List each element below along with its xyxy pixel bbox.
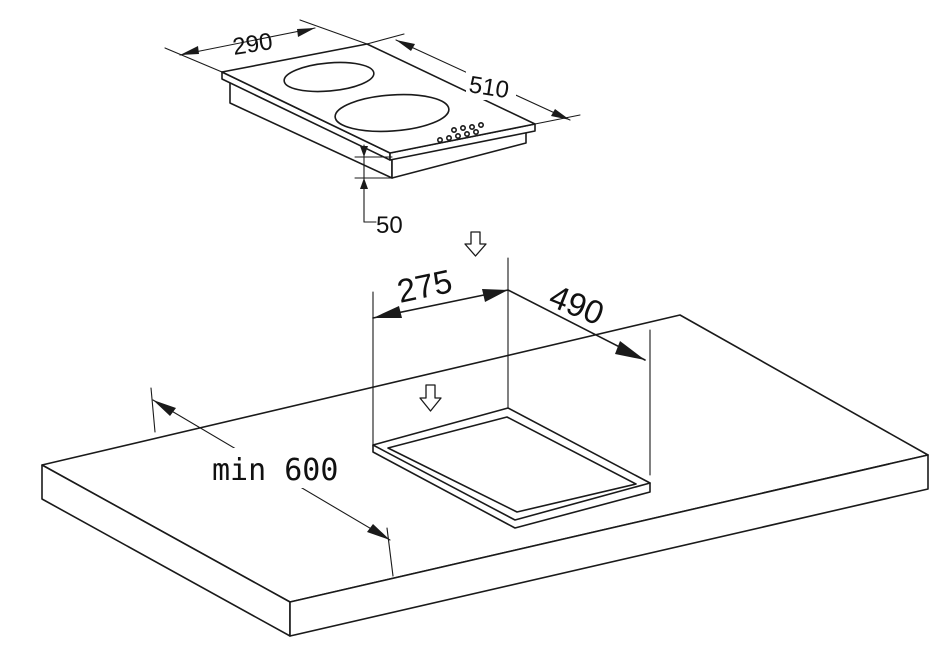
arrowhead bbox=[396, 40, 415, 51]
extension-line-back-left bbox=[299, 19, 368, 45]
arrowhead bbox=[551, 109, 570, 120]
arrowhead bbox=[360, 178, 368, 189]
control-button bbox=[472, 129, 479, 136]
hob-depth-label: 510 bbox=[467, 71, 511, 104]
arrowhead bbox=[153, 400, 176, 416]
arrowhead bbox=[367, 524, 390, 540]
label-mask bbox=[206, 448, 338, 488]
control-button bbox=[459, 125, 466, 132]
control-panel bbox=[436, 122, 484, 144]
hob-height-label: 50 bbox=[376, 212, 403, 239]
cutout: 275 490 bbox=[372, 257, 651, 529]
control-button bbox=[477, 122, 484, 129]
down-arrow-icon bbox=[464, 231, 487, 257]
extension-line-back bbox=[150, 387, 156, 433]
arrowhead bbox=[482, 289, 508, 302]
label-mask bbox=[466, 70, 516, 100]
down-arrow-icon bbox=[419, 384, 442, 412]
cooking-zone-front bbox=[334, 93, 450, 133]
cutout-depth-label: 490 bbox=[544, 277, 609, 332]
cooking-zone-back bbox=[283, 61, 375, 93]
control-button bbox=[450, 127, 457, 134]
extension-line-right bbox=[534, 114, 581, 125]
cutout-inner bbox=[387, 416, 637, 513]
control-button bbox=[436, 137, 443, 144]
control-button bbox=[468, 124, 475, 131]
worktop-depth-dim: min 600 bbox=[150, 387, 394, 577]
worktop-right-face bbox=[289, 454, 929, 637]
worktop-min-depth-label: min 600 bbox=[212, 453, 338, 488]
arrowhead bbox=[615, 341, 645, 360]
control-button bbox=[463, 131, 470, 138]
extension-line-front bbox=[386, 527, 394, 577]
hob-width-label: 290 bbox=[231, 28, 275, 61]
arrowhead bbox=[373, 306, 402, 318]
control-button bbox=[445, 135, 452, 142]
cutout-depth-line bbox=[372, 444, 651, 529]
hob-width-dim-line bbox=[179, 27, 316, 56]
arrowhead bbox=[180, 46, 199, 55]
arrowhead bbox=[297, 28, 315, 37]
hob: 290 510 50 bbox=[164, 19, 581, 239]
arrowhead bbox=[360, 146, 368, 157]
extension-line-left bbox=[164, 47, 223, 73]
control-button bbox=[454, 133, 461, 140]
extension-line-back-right bbox=[366, 33, 405, 45]
